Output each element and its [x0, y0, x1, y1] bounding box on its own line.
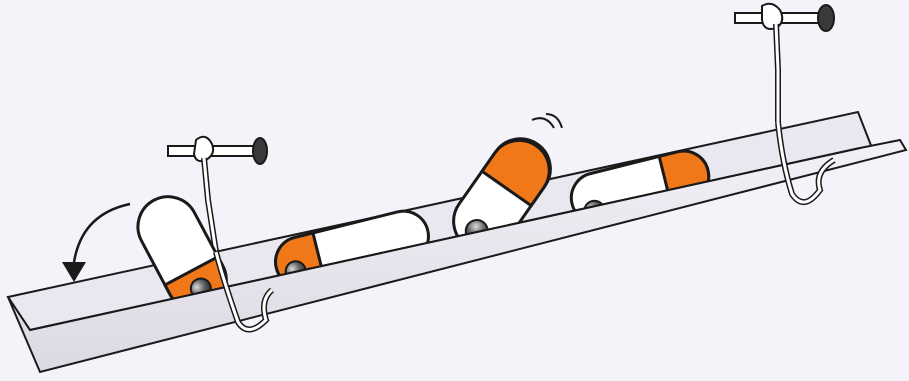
left-knot: [194, 137, 213, 161]
right-hanger: [735, 4, 834, 122]
rotation-arrow-icon: [62, 204, 130, 282]
right-nail-head: [818, 5, 834, 31]
right-knot: [762, 4, 782, 29]
motion-lines: [532, 114, 562, 128]
trough-front-face: [8, 140, 906, 372]
left-nail-head: [253, 138, 267, 164]
